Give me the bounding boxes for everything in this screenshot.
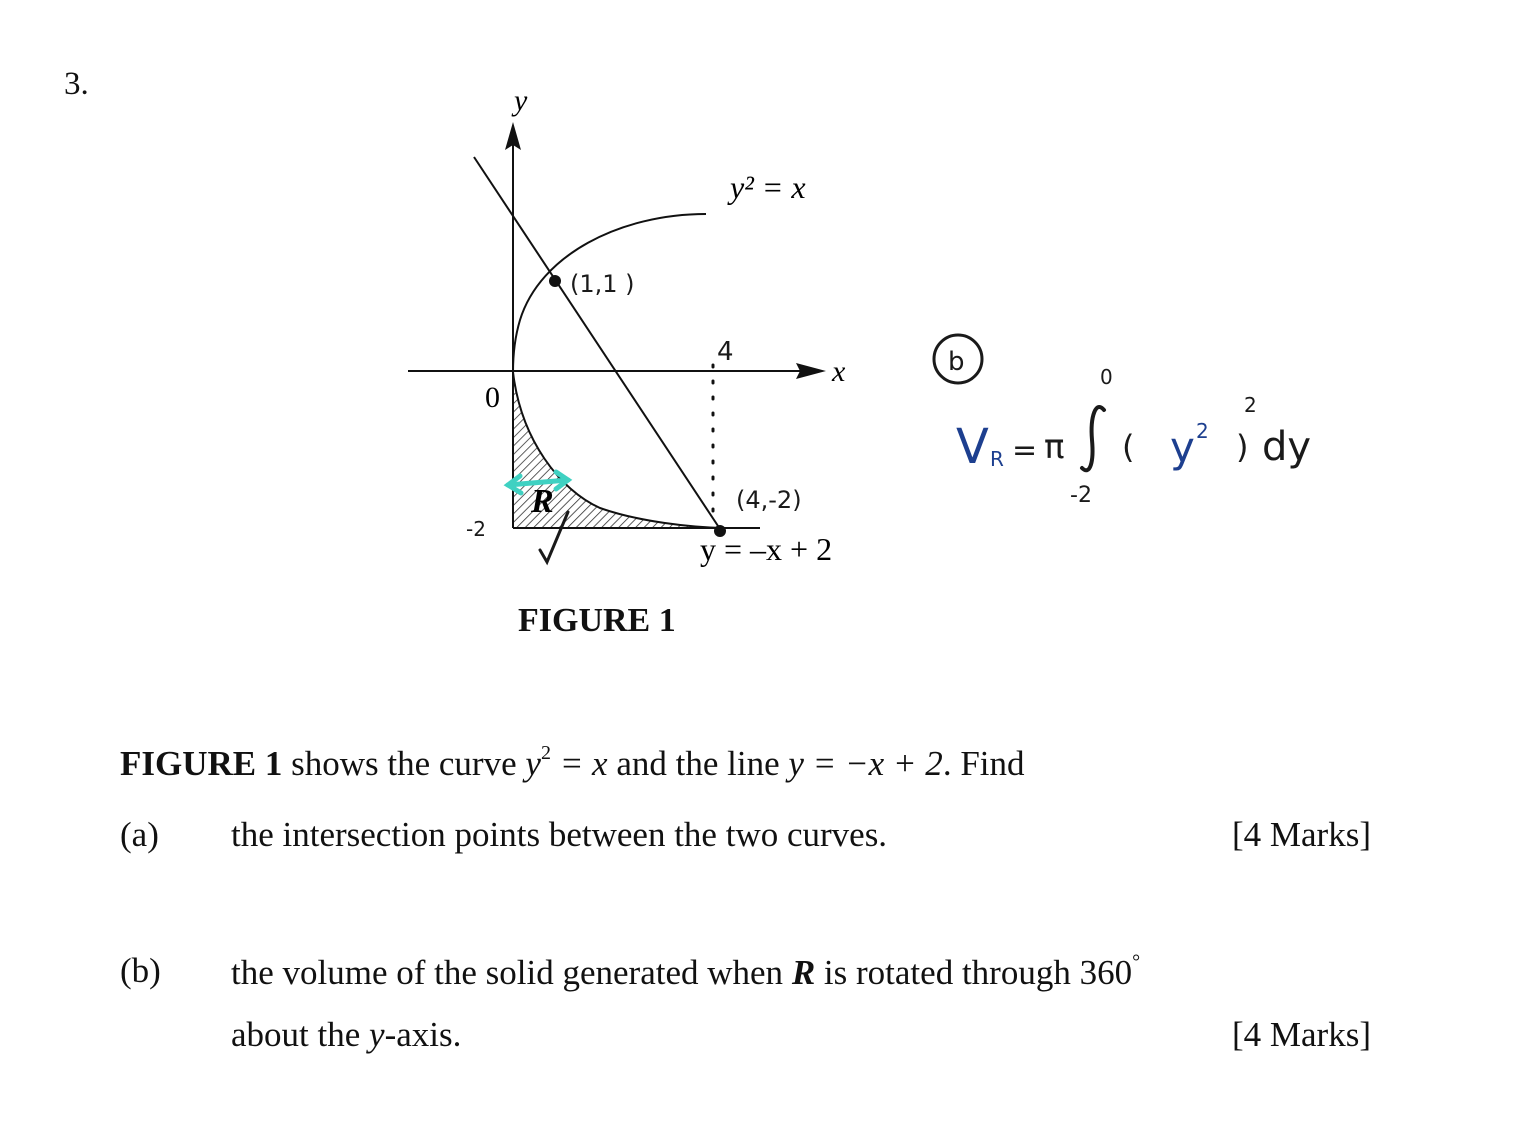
stem-math-1c: = x [550,744,608,783]
part-b-line2-b: y [369,1015,385,1054]
stem-math-2: y = −x + 2 [788,744,943,783]
volume-v: V [956,419,989,475]
part-b-label: (b) [120,951,161,990]
shaded-region-r [513,372,722,528]
part-b-line2-a: about the [231,1015,370,1054]
part-b-text-line2: about the y-axis. [231,1015,461,1055]
stem-math-1a: y [525,744,541,783]
handwritten-x-tick-4: 4 [717,337,734,367]
curve-label: y² = x [727,169,806,205]
outer-exponent: 2 [1244,393,1257,417]
stem-bold: FIGURE 1 [120,744,283,783]
lower-limit: -2 [1070,483,1092,508]
volume-pi: π [1044,427,1064,467]
integral-sign [1080,405,1106,473]
part-b-text-1: the volume of the solid generated when [231,953,792,992]
figure-caption: FIGURE 1 [518,602,676,639]
region-label: R [530,483,554,520]
stem-text-3: . Find [942,744,1025,783]
origin-label: 0 [485,381,500,414]
part-b-marker: b [948,347,965,377]
part-a-label: (a) [120,815,159,854]
intersection-point-2 [714,525,726,537]
volume-equals: = [1012,433,1037,468]
y-axis-label: y [511,84,528,117]
teal-double-arrow-icon [503,469,573,496]
integrand-open-paren: ( [1122,428,1134,466]
part-a-marks: [4 Marks] [1232,815,1371,854]
handwritten-point-4-neg2: (4,-2) [736,486,802,514]
part-b-degree: ° [1132,951,1141,973]
question-stem: FIGURE 1 shows the curve y2 = x and the … [120,742,1025,784]
part-b-circle-icon [932,333,984,385]
part-b-marks: [4 Marks] [1232,1015,1371,1054]
parabola-curve [511,213,723,529]
intersection-point-1 [549,275,561,287]
handwritten-y-tick-neg2: -2 [466,517,486,541]
part-b-text-2: is rotated through 360 [815,953,1133,992]
y-axis-arrowhead [505,122,521,150]
part-b-line2-c: -axis. [384,1015,462,1054]
line-label: y = –x + 2 [700,531,832,567]
part-b-text: the volume of the solid generated when R… [231,951,1140,993]
stem-text-2: and the line [607,744,789,783]
stem-text-1: shows the curve [282,744,526,783]
volume-subscript-r: R [990,447,1004,471]
part-a-text: the intersection points between the two … [231,815,888,854]
line-curve [473,156,723,533]
checkmark-icon [538,510,570,566]
x-axis-label: x [831,355,846,388]
part-b-region-r: R [791,953,816,992]
question-number: 3. [64,66,89,102]
upper-limit: 0 [1100,365,1113,389]
integrand-y-exponent: 2 [1196,419,1209,443]
integrand-y: y [1170,423,1195,472]
dy: dy [1262,424,1311,470]
integrand-close-paren: ) [1236,428,1248,466]
handwritten-point-1-1: (1,1 ) [570,270,635,298]
x-axis-arrowhead [796,363,826,379]
stem-math-1b: 2 [540,742,551,764]
